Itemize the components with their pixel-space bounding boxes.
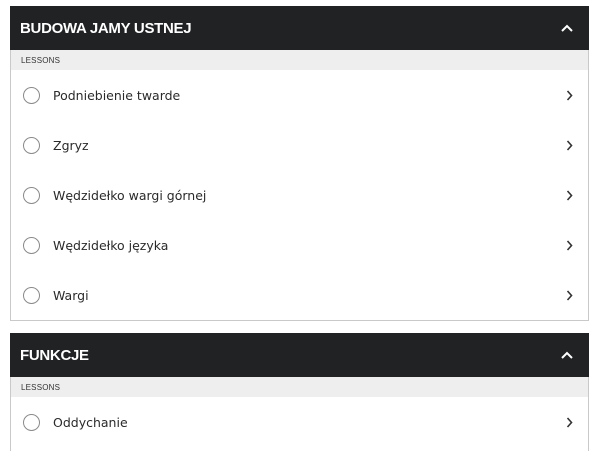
section-budowa-jamy-ustnej: BUDOWA JAMY USTNEJ LESSONS Podniebienie … <box>10 6 589 321</box>
circle-outline-icon <box>23 286 40 304</box>
lesson-item[interactable]: Podniebienie twarde <box>11 70 588 120</box>
lesson-list: Oddychanie <box>11 397 588 447</box>
lesson-item[interactable]: Wędzidełko języka <box>11 220 588 270</box>
section-funkcje: FUNKCJE LESSONS Oddychanie <box>10 333 589 451</box>
lesson-label: Podniebienie twarde <box>53 87 181 103</box>
chevron-right-icon <box>564 89 574 101</box>
lesson-label: Oddychanie <box>53 414 128 430</box>
chevron-up-icon[interactable] <box>559 20 575 36</box>
lesson-item[interactable]: Wędzidełko wargi górnej <box>11 170 588 220</box>
lesson-list: Podniebienie twarde Zgryz Wędzidełko war… <box>11 70 588 320</box>
lessons-subheader: LESSONS <box>11 377 588 397</box>
lesson-item[interactable]: Zgryz <box>11 120 588 170</box>
lesson-label: Wargi <box>53 287 89 303</box>
section-header[interactable]: BUDOWA JAMY USTNEJ <box>10 6 589 50</box>
chevron-right-icon <box>564 289 574 301</box>
lessons-subheader: LESSONS <box>11 50 588 70</box>
section-title: BUDOWA JAMY USTNEJ <box>20 19 192 37</box>
circle-outline-icon <box>23 136 40 154</box>
section-title: FUNKCJE <box>20 346 89 364</box>
chevron-right-icon <box>564 139 574 151</box>
lessons-label: LESSONS <box>21 382 61 392</box>
circle-outline-icon <box>23 186 40 204</box>
lessons-label: LESSONS <box>21 55 61 65</box>
lesson-label: Wędzidełko języka <box>53 237 169 253</box>
circle-outline-icon <box>23 413 40 431</box>
chevron-right-icon <box>564 239 574 251</box>
circle-outline-icon <box>23 236 40 254</box>
lesson-item[interactable]: Wargi <box>11 270 588 320</box>
chevron-up-icon[interactable] <box>559 347 575 363</box>
lesson-item[interactable]: Oddychanie <box>11 397 588 447</box>
chevron-right-icon <box>564 189 574 201</box>
section-header[interactable]: FUNKCJE <box>10 333 589 377</box>
lesson-label: Wędzidełko wargi górnej <box>53 187 207 203</box>
chevron-right-icon <box>564 416 574 428</box>
circle-outline-icon <box>23 86 40 104</box>
lesson-label: Zgryz <box>53 137 89 153</box>
